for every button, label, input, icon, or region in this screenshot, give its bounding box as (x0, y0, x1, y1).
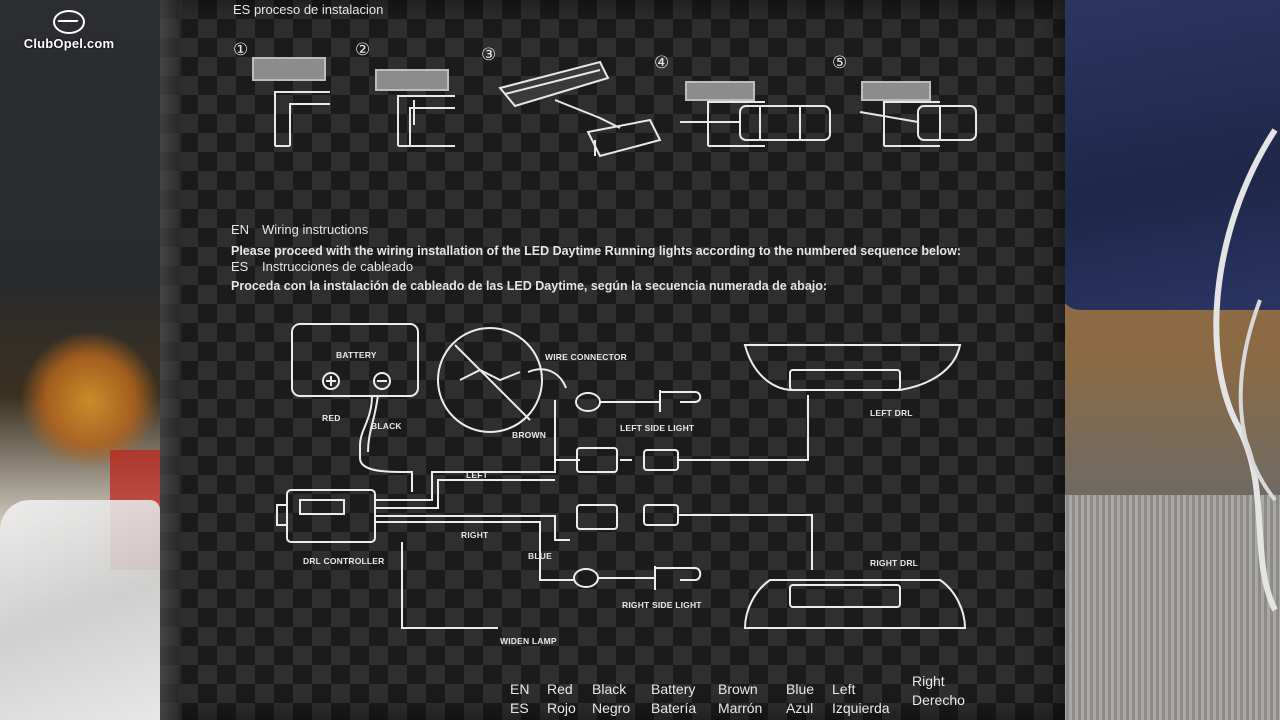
wiring-en-title: Wiring instructions (262, 222, 369, 237)
battery-shape (291, 323, 419, 397)
label-left: LEFT (466, 470, 489, 480)
navy-cloth (1060, 0, 1280, 310)
legend-es-battery: Batería (651, 700, 697, 716)
legend-col-battery: Battery Batería (651, 680, 696, 718)
watermark-text: ClubOpel.com (23, 36, 115, 51)
wiring-es-text: Proceda con la instalación de cableado d… (231, 279, 828, 293)
step-number-1: ① (233, 40, 249, 59)
legend-en-blue: Blue (786, 681, 815, 697)
label-right: RIGHT (461, 530, 489, 540)
legend-es-left: Izquierda (832, 700, 890, 716)
legend-col-blue: Blue Azul (786, 680, 814, 718)
legend-es-brown: Marrón (718, 700, 763, 716)
background-right-scene (1060, 0, 1280, 720)
legend-col-red: Red Rojo (547, 680, 576, 718)
wiring-es-tag: ES (231, 259, 249, 274)
legend-en-left: Left (832, 681, 856, 697)
header-es: ES proceso de instalacion (233, 2, 384, 17)
watermark: ClubOpel.com (14, 10, 124, 51)
legend-es-blue: Azul (786, 700, 814, 716)
label-right-drl: RIGHT DRL (870, 558, 919, 568)
label-black: BLACK (371, 421, 402, 431)
shelf-surface (1060, 495, 1280, 720)
step-number-2: ② (355, 40, 371, 59)
legend-col-right: Right Derecho (912, 672, 965, 710)
label-battery: BATTERY (336, 350, 377, 360)
label-right-side-light: RIGHT SIDE LIGHT (622, 600, 702, 610)
legend-es-red: Rojo (547, 700, 576, 716)
step-number-4: ④ (654, 53, 670, 72)
label-drl-controller: DRL CONTROLLER (303, 556, 385, 566)
legend-col-left: Left Izquierda (832, 680, 890, 718)
plastic-bag (0, 500, 160, 720)
wiring-en-text: Please proceed with the wiring installat… (231, 244, 961, 258)
label-left-side-light: LEFT SIDE LIGHT (620, 423, 695, 433)
label-red: RED (322, 413, 341, 423)
label-brown: BROWN (512, 430, 547, 440)
label-blue: BLUE (528, 551, 552, 561)
label-left-drl: LEFT DRL (870, 408, 913, 418)
legend-en-black: Black (592, 681, 627, 697)
step-number-5: ⑤ (832, 53, 848, 72)
legend-col-tag: EN ES (510, 680, 529, 718)
wiring-es-title: Instrucciones de cableado (262, 259, 414, 274)
legend-en-right: Right (912, 673, 945, 689)
legend-es-tag: ES (510, 700, 529, 716)
legend-es-right: Derecho (912, 692, 965, 708)
label-widen-lamp: WIDEN LAMP (500, 636, 557, 646)
legend-es-black: Negro (592, 700, 631, 716)
legend-col-black: Black Negro (592, 680, 630, 718)
legend-col-brown: Brown Marrón (718, 680, 762, 718)
wiring-en-tag: EN (231, 222, 250, 237)
step-number-3: ③ (481, 45, 497, 64)
panel-edge (160, 0, 182, 720)
legend-en-battery: Battery (651, 681, 696, 697)
instruction-panel (160, 0, 1065, 720)
opel-logo-icon (53, 10, 85, 34)
label-wire-connector: WIRE CONNECTOR (545, 352, 627, 362)
legend-en-red: Red (547, 681, 573, 697)
orange-object (20, 330, 160, 470)
legend-en-tag: EN (510, 681, 530, 697)
background-left-scene (0, 0, 170, 720)
legend-en-brown: Brown (718, 681, 758, 697)
